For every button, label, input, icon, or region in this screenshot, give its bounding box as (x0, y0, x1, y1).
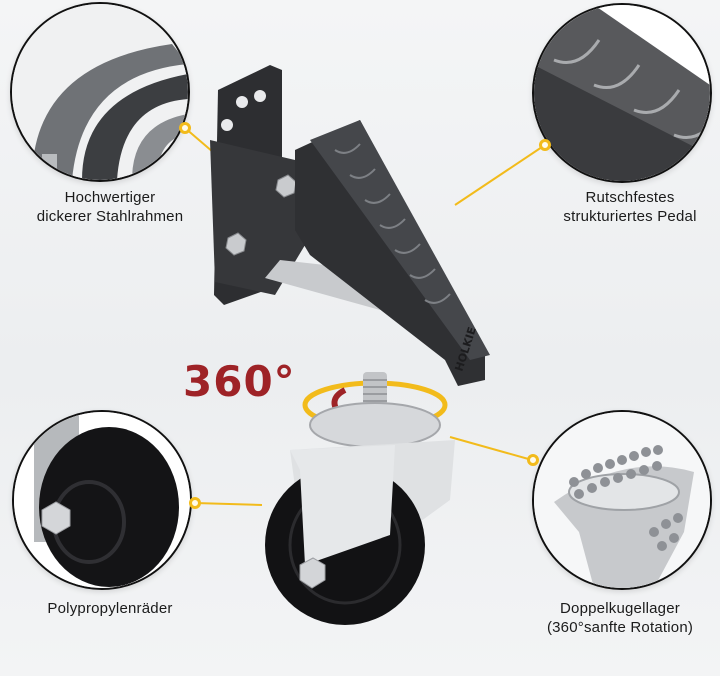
caster-illustration (265, 372, 455, 625)
bearing-label-line-2: (360°sanfte Rotation) (546, 619, 694, 636)
pedal-label-line-1: Rutschfestes (585, 189, 675, 206)
frame-label-line-1: Hochwertiger (64, 189, 156, 206)
bearing-callout-dot (527, 454, 539, 466)
bracket-illustration: HOLKIE (210, 65, 490, 386)
ball-bearing-closeup (534, 412, 710, 588)
pedal-callout-dot (539, 139, 551, 151)
bearing-detail-circle (532, 410, 712, 590)
pedal-detail-circle (532, 3, 712, 183)
bearing-label: Doppelkugellager (360°sanfte Rotation) (530, 599, 710, 637)
bearing-label-line-1: Doppelkugellager (560, 600, 680, 617)
frame-callout-dot (179, 122, 191, 134)
wheel-label: Polypropylenräder (20, 599, 200, 618)
rotation-badge: 360° (183, 357, 296, 406)
frame-label: Hochwertiger dickerer Stahlrahmen (20, 188, 200, 226)
pedal-texture-closeup (534, 5, 710, 181)
frame-detail-circle (10, 2, 190, 182)
wheel-callout-dot (189, 497, 201, 509)
steel-frame-closeup (12, 4, 188, 180)
wheel-label-line-1: Polypropylenräder (47, 600, 173, 617)
frame-label-line-2: dickerer Stahlrahmen (36, 208, 184, 225)
pedal-label: Rutschfestes strukturiertes Pedal (540, 188, 720, 226)
pedal-label-line-2: strukturiertes Pedal (563, 208, 697, 225)
wheel-detail-circle (12, 410, 192, 590)
wheel-closeup (14, 412, 190, 588)
